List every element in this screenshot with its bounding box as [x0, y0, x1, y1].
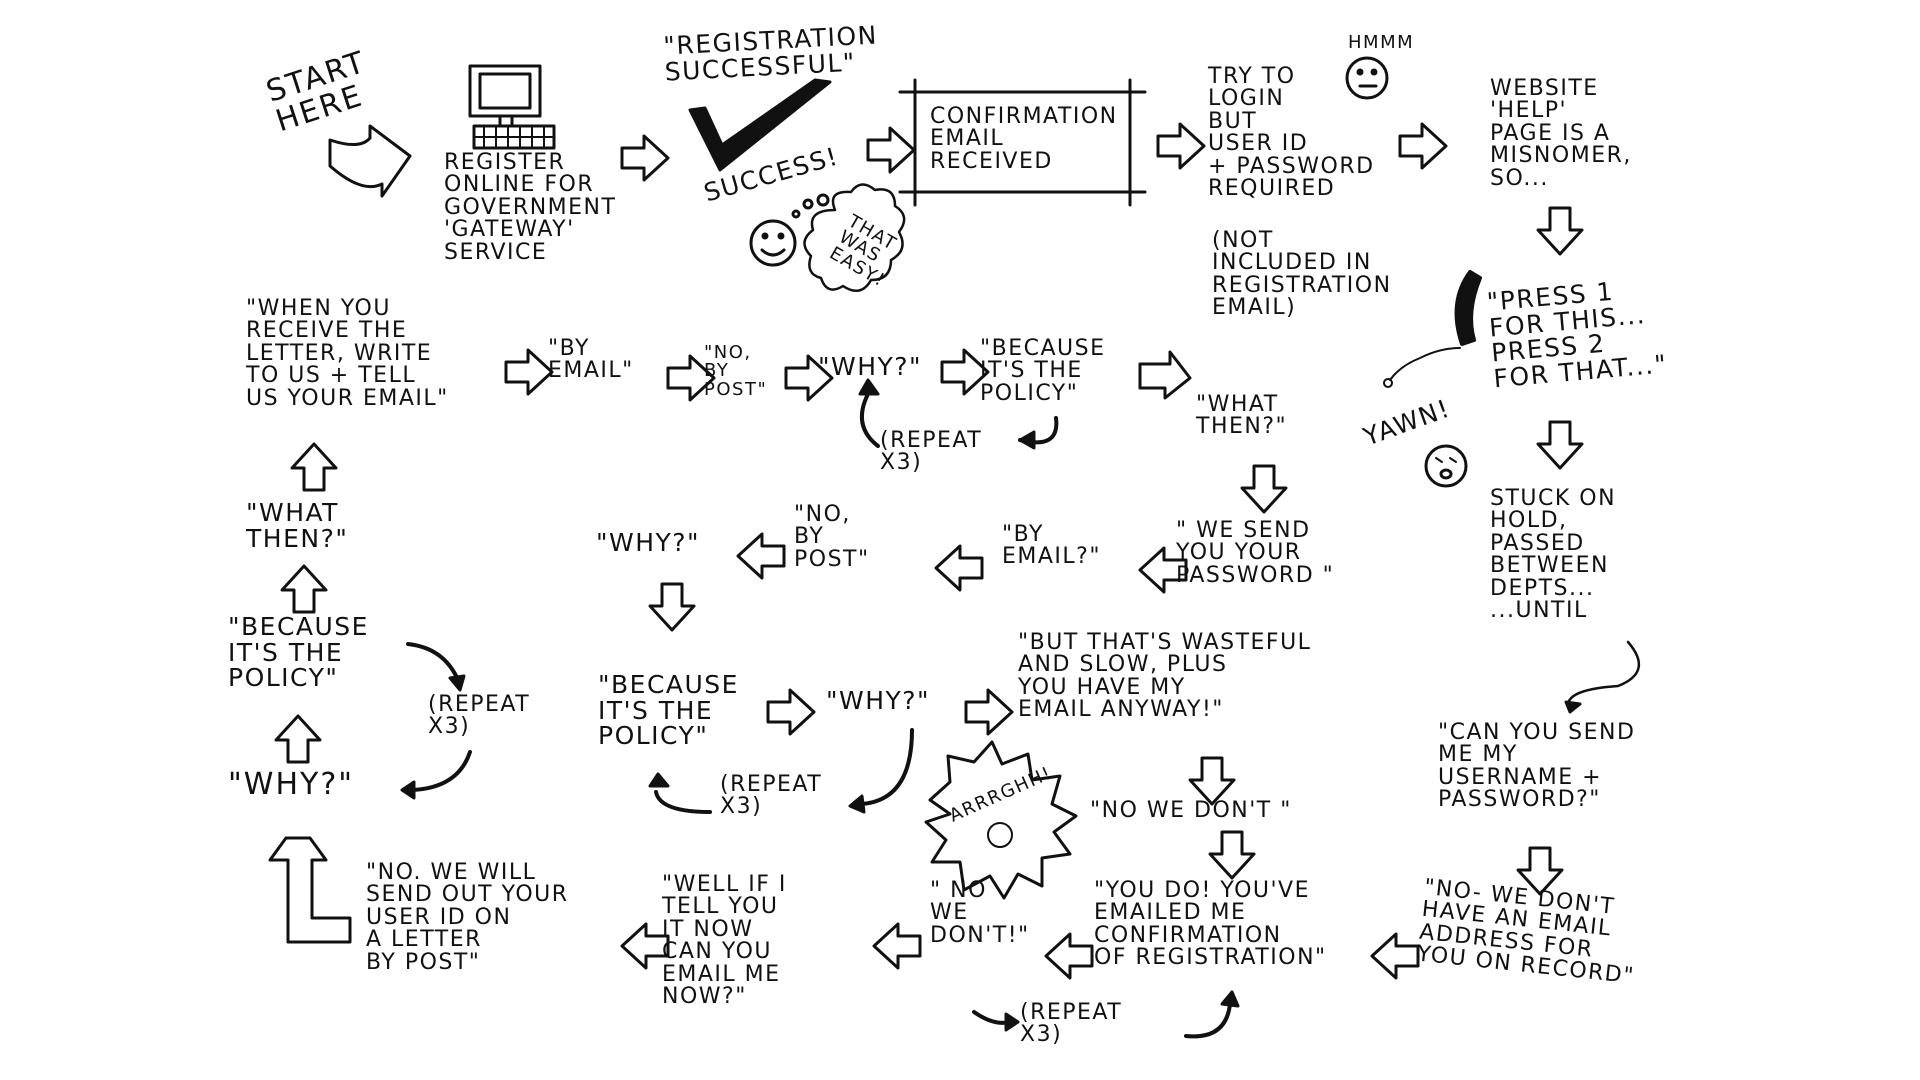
checkmark-icon — [688, 78, 832, 172]
by-email-top-text: "BY EMAIL" — [548, 336, 634, 384]
thought-bubble — [791, 183, 906, 293]
hmmm-text: HMMM — [1348, 32, 1415, 53]
repeat-mid-text: (REPEAT X3) — [720, 772, 823, 820]
no-by-post-mid-text: "NO, BY POST" — [794, 502, 870, 572]
because-mid-text: "BECAUSE IT'S THE POLICY" — [598, 670, 739, 750]
register-online-text: REGISTER ONLINE FOR GOVERNMENT 'GATEWAY'… — [444, 150, 617, 265]
why-top-text: "WHY?" — [818, 352, 923, 381]
website-help-text: WEBSITE 'HELP' PAGE IS A MISNOMER, SO... — [1490, 76, 1632, 191]
confirmation-box — [898, 78, 1147, 207]
stuck-on-hold-text: STUCK ON HOLD, PASSED BETWEEN DEPTS... .… — [1490, 486, 1617, 624]
smiley-face-icon — [749, 219, 797, 267]
no-we-dont-mid-text: "NO WE DON'T " — [1090, 798, 1292, 823]
registration-successful-text: "REGISTRATION SUCCESSFUL" — [662, 20, 879, 87]
what-then-left-text: "WHAT THEN?" — [246, 498, 349, 553]
because-top-text: "BECAUSE IT'S THE POLICY" — [980, 336, 1106, 406]
by-email-mid-text: "BY EMAIL?" — [1002, 522, 1101, 570]
try-login-text: TRY TO LOGIN BUT USER ID + PASSWORD REQU… — [1208, 64, 1375, 202]
repeat-bottom-text: (REPEAT X3) — [1020, 1000, 1123, 1048]
send-username-text: "CAN YOU SEND ME MY USERNAME + PASSWORD?… — [1438, 720, 1636, 813]
you-do-text: "YOU DO! YOU'VE EMAILED ME CONFIRMATION … — [1094, 878, 1327, 971]
press-1-text: "PRESS 1 FOR THIS... PRESS 2 FOR THAT...… — [1485, 276, 1669, 393]
because-left-text: "BECAUSE IT'S THE POLICY" — [228, 612, 369, 692]
repeat-top-text: (REPEAT X3) — [880, 428, 983, 476]
what-then-right-text: "WHAT THEN?" — [1196, 392, 1288, 440]
repeat-left-text: (REPEAT X3) — [428, 692, 531, 740]
why-bottom-left-text: "WHY?" — [228, 767, 355, 802]
no-we-will-send-text: "NO. WE WILL SEND OUT YOUR USER ID ON A … — [366, 860, 569, 975]
yawn-face-icon — [1424, 444, 1468, 488]
no-by-post-top-text: "NO, BY POST" — [704, 342, 768, 400]
not-included-text: (NOT INCLUDED IN REGISTRATION EMAIL) — [1212, 228, 1392, 321]
hmmm-face-icon — [1345, 56, 1389, 100]
no-we-dont-left-text: " NO WE DON'T!" — [930, 878, 1030, 948]
telephone-icon — [1383, 270, 1482, 388]
confirmation-email-text: CONFIRMATION EMAIL RECEIVED — [930, 104, 1118, 174]
why-mid-text: "WHY?" — [596, 528, 701, 557]
why-mid2-text: "WHY?" — [826, 686, 931, 715]
start-arrow — [328, 124, 412, 198]
we-send-password-text: " WE SEND YOU YOUR PASSWORD " — [1176, 518, 1335, 588]
arrrgh-burst — [924, 740, 1078, 900]
computer-icon — [468, 64, 556, 150]
well-if-i-tell-text: "WELL IF I TELL YOU IT NOW CAN YOU EMAIL… — [662, 872, 787, 1010]
but-wasteful-text: "BUT THAT'S WASTEFUL AND SLOW, PLUS YOU … — [1018, 630, 1312, 723]
when-you-receive-text: "WHEN YOU RECEIVE THE LETTER, WRITE TO U… — [246, 296, 449, 411]
flow-arrows — [268, 122, 1641, 1039]
